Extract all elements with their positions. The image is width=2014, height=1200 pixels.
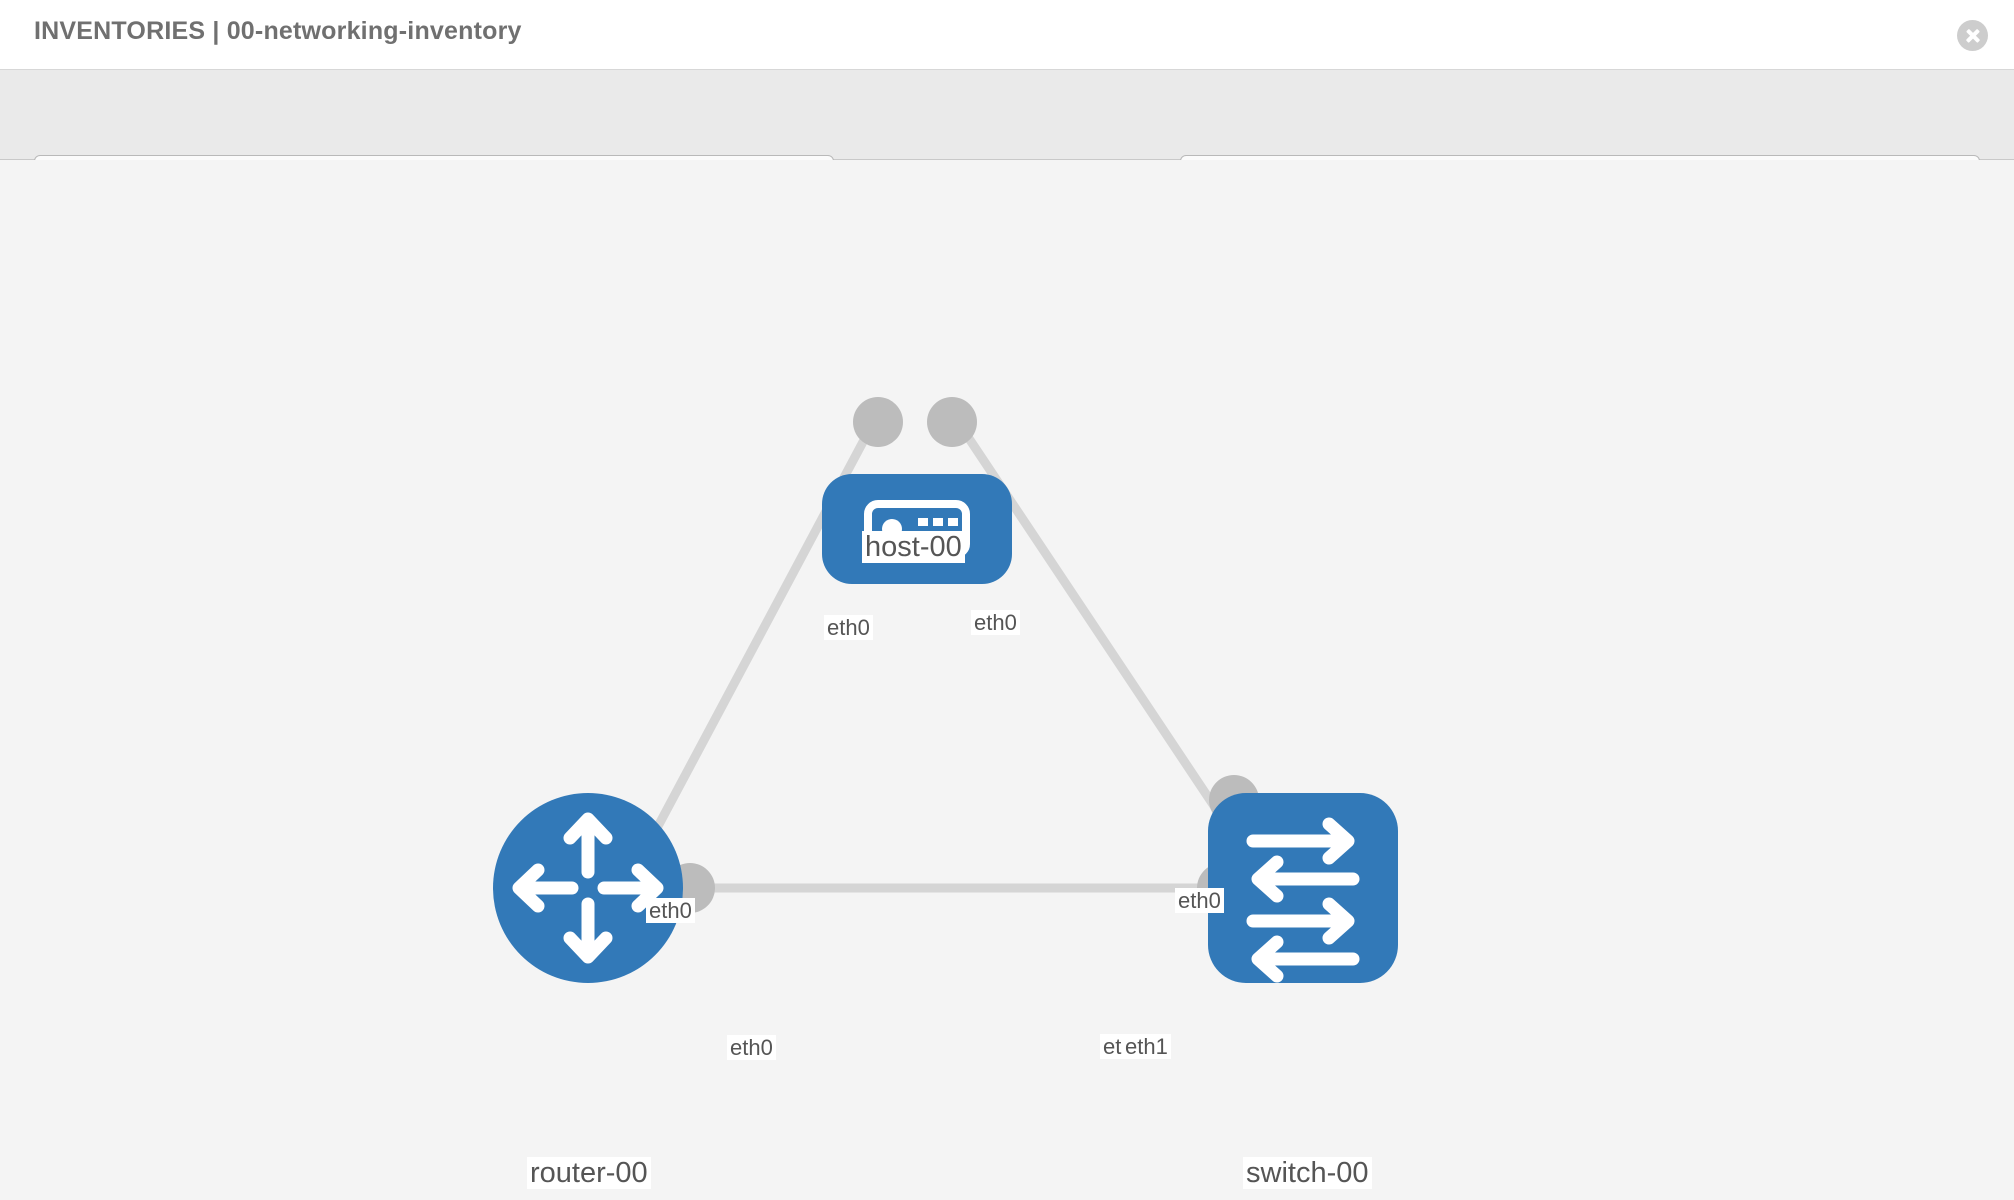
topology-canvas[interactable]: host-00 router-00 switch-00 eth0 eth0 et… [0,160,2014,1200]
page-title: INVENTORIES | 00-networking-inventory [34,17,522,45]
switch-arrows-icon [1246,817,1360,983]
port-label: eth0 [727,1035,776,1061]
port-label: eth0 [1175,888,1224,914]
node-switch-00 [1208,793,1398,983]
node-host-00 [822,474,1012,584]
router-arrows-icon [512,812,664,964]
node-router-00 [493,793,683,983]
node-label-switch-00: switch-00 [1243,1157,1372,1190]
port-nub [927,397,977,447]
port-label: eth0 [971,610,1020,636]
close-icon[interactable] [1957,20,1988,51]
port-label: eth1 [1122,1034,1171,1060]
page-header: INVENTORIES | 00-networking-inventory [0,0,2014,70]
node-label-host-00: host-00 [862,531,965,564]
port-label: eth0 [824,615,873,641]
topology-graph [493,397,1398,983]
port-label: eth0 [646,898,695,924]
toolbar: ACTIONS SEARCH [0,70,2014,207]
port-nub [853,397,903,447]
node-label-router-00: router-00 [527,1157,651,1190]
